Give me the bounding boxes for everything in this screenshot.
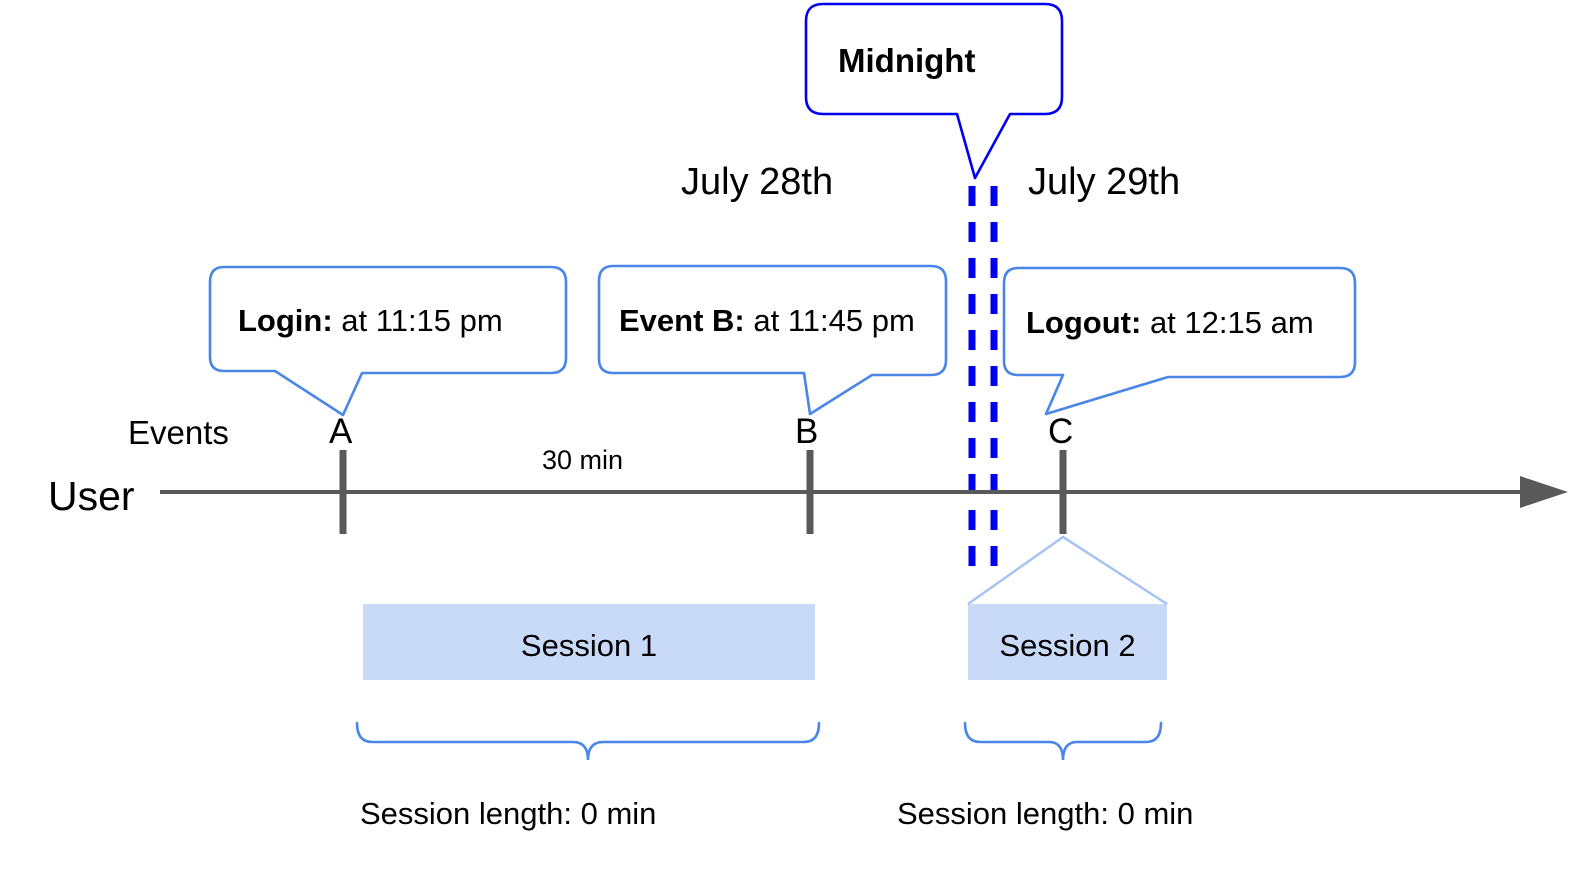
duration-label-30min: 30 min xyxy=(542,445,624,475)
events-row-label: Events xyxy=(128,414,229,451)
event-b-callout-shape xyxy=(597,264,948,416)
axis-arrowhead xyxy=(1520,476,1568,508)
session-2-label: Session 2 xyxy=(999,628,1136,663)
logout-callout-rest: at 12:15 am xyxy=(1141,305,1314,340)
date-label-july-28: July 28th xyxy=(681,161,834,203)
session-2-length-label: Session length: 0 min xyxy=(897,796,1194,831)
session-1-label: Session 1 xyxy=(520,628,658,663)
session-1-brace xyxy=(355,721,821,761)
tick-label-a: A xyxy=(329,412,353,451)
event-b-callout-rest: at 11:45 pm xyxy=(744,303,915,338)
date-label-july-29: July 29th xyxy=(1028,161,1181,203)
event-b-callout-bold: Event B: xyxy=(619,303,745,338)
midnight-label: Midnight xyxy=(838,42,976,79)
tick-label-b: B xyxy=(795,412,819,451)
session-2-brace xyxy=(963,721,1163,761)
login-callout-text: Login: at 11:15 pm xyxy=(238,305,503,336)
event-ticks xyxy=(339,450,1067,534)
tick-label-c: C xyxy=(1048,412,1074,451)
logout-callout-bold: Logout: xyxy=(1026,305,1142,340)
midnight-callout-shape xyxy=(804,2,1064,180)
login-callout-shape xyxy=(208,265,568,417)
login-callout-bold: Login: xyxy=(238,303,333,338)
login-callout-rest: at 11:15 pm xyxy=(332,303,503,338)
timeline-axis xyxy=(160,476,1568,508)
user-row-label: User xyxy=(48,473,135,519)
session-1-length-label: Session length: 0 min xyxy=(360,796,657,831)
event-b-callout-text: Event B: at 11:45 pm xyxy=(619,305,915,336)
midnight-dashed-lines xyxy=(968,186,998,578)
session-2-connector xyxy=(967,535,1168,606)
logout-callout-text: Logout: at 12:15 am xyxy=(1026,307,1314,338)
logout-callout-shape xyxy=(1002,266,1357,416)
